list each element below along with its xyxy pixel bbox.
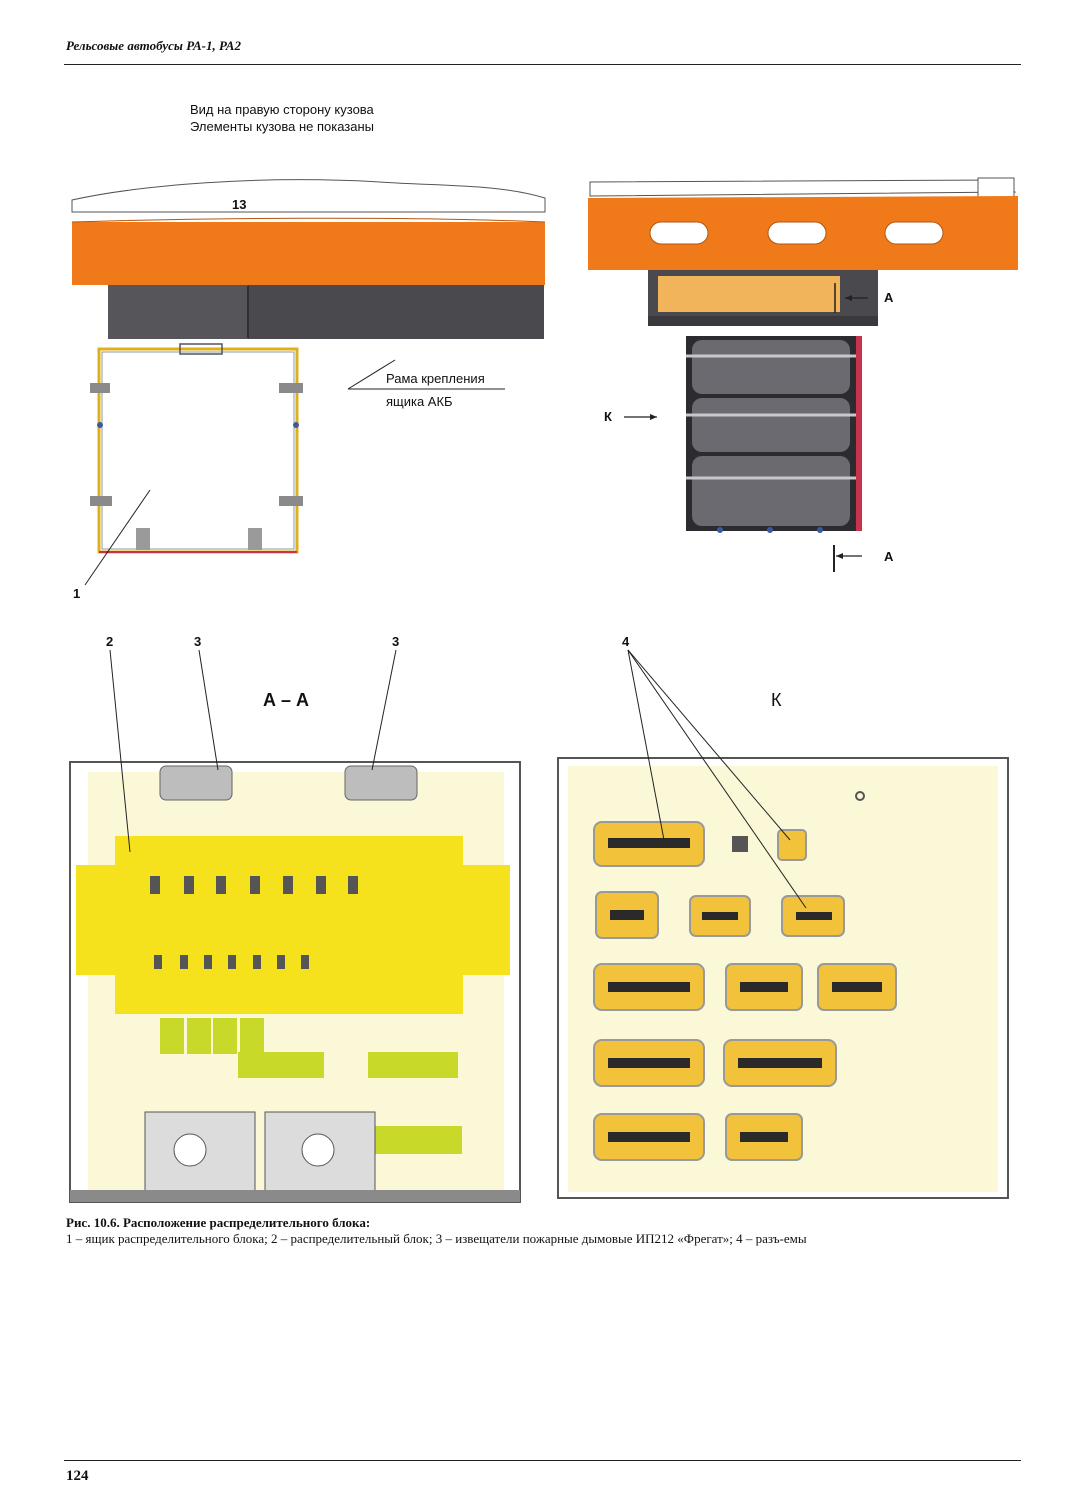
figure-caption: Рис. 10.6. Расположение распределительно… xyxy=(66,1215,1016,1247)
footer-rule xyxy=(64,1460,1021,1461)
page-number: 124 xyxy=(66,1468,89,1484)
view-k xyxy=(557,649,1009,1199)
callout-13: 13 xyxy=(232,197,247,212)
running-title: Рельсовые автобусы РА-1, РА2 xyxy=(66,38,241,53)
marker-a-bottom: А xyxy=(884,549,894,564)
marker-a-top: А xyxy=(884,290,894,305)
callout-2: 2 xyxy=(106,634,114,649)
callout-4: 4 xyxy=(622,634,630,649)
callout-3b: 3 xyxy=(392,634,400,649)
front-view xyxy=(588,177,1018,572)
view-k-label: К xyxy=(771,690,782,710)
figure-10-6 xyxy=(69,177,1018,1203)
frame-label-line1: Рама крепления xyxy=(386,371,485,386)
caption-text: 1 – ящик распределительного блока; 2 – р… xyxy=(66,1231,807,1246)
section-aa-label: А – А xyxy=(263,690,310,710)
caption-title: Рис. 10.6. Расположение распределительно… xyxy=(66,1215,371,1230)
view-note-line2: Элементы кузова не показаны xyxy=(190,119,375,134)
callout-3a: 3 xyxy=(194,634,202,649)
frame-label-line2: ящика АКБ xyxy=(386,394,453,409)
header-rule xyxy=(64,64,1021,65)
side-view xyxy=(71,179,546,586)
marker-k-arrow: К xyxy=(604,409,612,424)
section-aa xyxy=(69,649,521,1203)
callout-1: 1 xyxy=(73,586,81,601)
view-note-line1: Вид на правую сторону кузова xyxy=(190,102,374,117)
